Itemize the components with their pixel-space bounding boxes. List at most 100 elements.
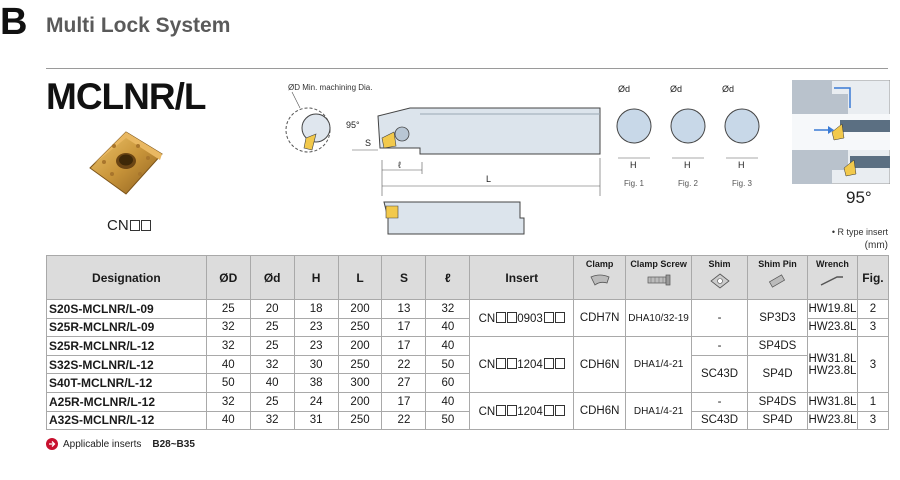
cell-l: 200 <box>337 391 383 412</box>
col-shim: Shim <box>691 255 749 300</box>
col-h: H <box>293 255 339 300</box>
col-clamp: Clamp <box>573 255 627 300</box>
cell-l-small: 40 <box>425 317 471 338</box>
arrow-right-icon <box>46 438 58 450</box>
cell-l: 300 <box>337 373 383 393</box>
cell-shim-pin: SP4DS <box>747 391 808 412</box>
svg-text:H: H <box>684 160 691 170</box>
cell-clamp-screw: DHA1/4-21 <box>625 391 693 431</box>
cell-h: 24 <box>293 391 339 412</box>
cell-h: 31 <box>293 410 339 431</box>
cell-od-small: 25 <box>249 391 295 412</box>
shim-icon <box>709 273 730 289</box>
cell-designation: S25R-MCLNR/L-09 <box>46 317 207 338</box>
cell-fig: 3 <box>856 336 890 393</box>
cell-s: 13 <box>381 299 427 319</box>
cell-shim: - <box>691 391 749 412</box>
cell-h: 30 <box>293 354 339 375</box>
clamp-icon <box>590 274 610 286</box>
fig-1-section: Ød H Fig. 1 <box>616 84 652 188</box>
cell-clamp-screw: DHA1/4-21 <box>625 336 693 393</box>
shim-pin-icon <box>769 274 786 288</box>
svg-text:Fig. 1: Fig. 1 <box>624 179 645 188</box>
angle-dim: 95° <box>346 120 360 130</box>
col-shim-pin: Shim Pin <box>747 255 808 300</box>
cell-s: 27 <box>381 373 427 393</box>
table-row: S25R-MCLNR/L-09 32 25 23 250 17 40 HW23.… <box>46 317 890 338</box>
col-designation: Designation <box>46 255 207 300</box>
cell-od-small: 25 <box>249 317 295 338</box>
table-row: S32S-MCLNR/L-12 40 32 30 250 22 50 SC43D… <box>46 354 889 393</box>
svg-text:Fig. 2: Fig. 2 <box>678 179 699 188</box>
cell-designation: A32S-MCLNR/L-12 <box>46 410 207 431</box>
cell-shim-pin: SP3D3 <box>747 298 808 338</box>
cell-clamp-screw: DHA10/32-19 <box>625 298 693 338</box>
cell-od-big: 25 <box>205 299 251 319</box>
cell-l: 200 <box>337 336 383 356</box>
cell-l-small: 32 <box>425 299 471 319</box>
s-dim: S <box>365 138 371 148</box>
cell-s: 17 <box>381 336 427 356</box>
cell-s: 17 <box>381 391 427 412</box>
tool-drawings: ØD Min. machining Dia. 95° S ℓ L Ød H Fi… <box>285 83 760 235</box>
cell-clamp: CDH7N <box>573 298 627 338</box>
cell-wrench: HW23.8L <box>806 317 858 338</box>
insert-code: CN <box>107 217 151 234</box>
cell-s: 17 <box>381 317 427 338</box>
cell-s: 22 <box>381 354 427 375</box>
table-row: A32S-MCLNR/L-12 40 32 31 250 22 50 SC43D… <box>46 410 890 431</box>
svg-text:H: H <box>630 160 637 170</box>
r-type-note: • R type insert <box>831 227 888 237</box>
col-clamp-screw: Clamp Screw <box>625 255 693 300</box>
cell-od-small: 20 <box>249 299 295 319</box>
spec-table: Designation ØD Ød H L S ℓ Insert Clamp C… <box>46 255 890 431</box>
cell-designation: A25R-MCLNR/L-12 <box>46 391 207 412</box>
applicable-inserts-text: Applicable inserts <box>63 438 142 450</box>
cell-fig: 3 <box>856 410 890 431</box>
col-od-big: ØD <box>205 255 251 300</box>
cell-designation: S32S-MCLNR/L-12 <box>46 354 207 375</box>
col-insert: Insert <box>469 255 575 300</box>
cell-od-big: 50 <box>205 373 251 393</box>
cell-shim: SC43D <box>691 354 749 393</box>
fig-3-section: Ød H Fig. 3 <box>722 84 760 188</box>
cell-wrench: HW23.8L <box>806 410 858 431</box>
fig-2-section: Ød H Fig. 2 <box>670 84 706 188</box>
col-s: S <box>381 255 427 300</box>
cell-l: 200 <box>337 299 383 319</box>
cell-l-small: 60 <box>425 373 471 393</box>
col-od-small: Ød <box>249 255 295 300</box>
cell-clamp: CDH6N <box>573 336 627 393</box>
applicable-inserts-pages: B28~B35 <box>152 438 195 450</box>
cell-shim-pin: SP4D <box>747 410 808 431</box>
cell-shim-pin: SP4DS <box>747 336 808 356</box>
cell-fig: 2 <box>856 299 890 319</box>
svg-text:Ød: Ød <box>670 84 682 94</box>
insert-image <box>89 131 163 195</box>
cell-od-big: 40 <box>205 354 251 375</box>
cell-clamp: CDH6N <box>573 391 627 431</box>
table-row: S40T-MCLNR/L-12 50 40 38 300 27 60 <box>46 373 889 393</box>
col-wrench: Wrench <box>806 255 858 300</box>
applicable-inserts-link[interactable]: Applicable inserts B28~B35 <box>46 438 195 450</box>
section-letter: B <box>0 1 28 43</box>
cell-l-small: 40 <box>425 336 471 356</box>
screw-icon <box>647 274 670 286</box>
cell-l-small: 50 <box>425 410 471 431</box>
cell-od-small: 40 <box>249 373 295 393</box>
cell-l: 250 <box>337 317 383 338</box>
cell-designation: S40T-MCLNR/L-12 <box>46 373 207 393</box>
svg-text:Ød: Ød <box>618 84 630 94</box>
cell-od-big: 32 <box>205 317 251 338</box>
section-title: Multi Lock System <box>46 14 231 37</box>
unit-label: (mm) <box>864 240 888 251</box>
cell-fig: 3 <box>856 317 890 338</box>
cell-od-small: 25 <box>249 336 295 356</box>
model-title: MCLNR/L <box>46 76 206 117</box>
col-fig: Fig. <box>856 255 890 300</box>
col-l-small: ℓ <box>425 255 471 300</box>
svg-text:Ød: Ød <box>722 84 734 94</box>
cell-od-big: 40 <box>205 410 251 431</box>
